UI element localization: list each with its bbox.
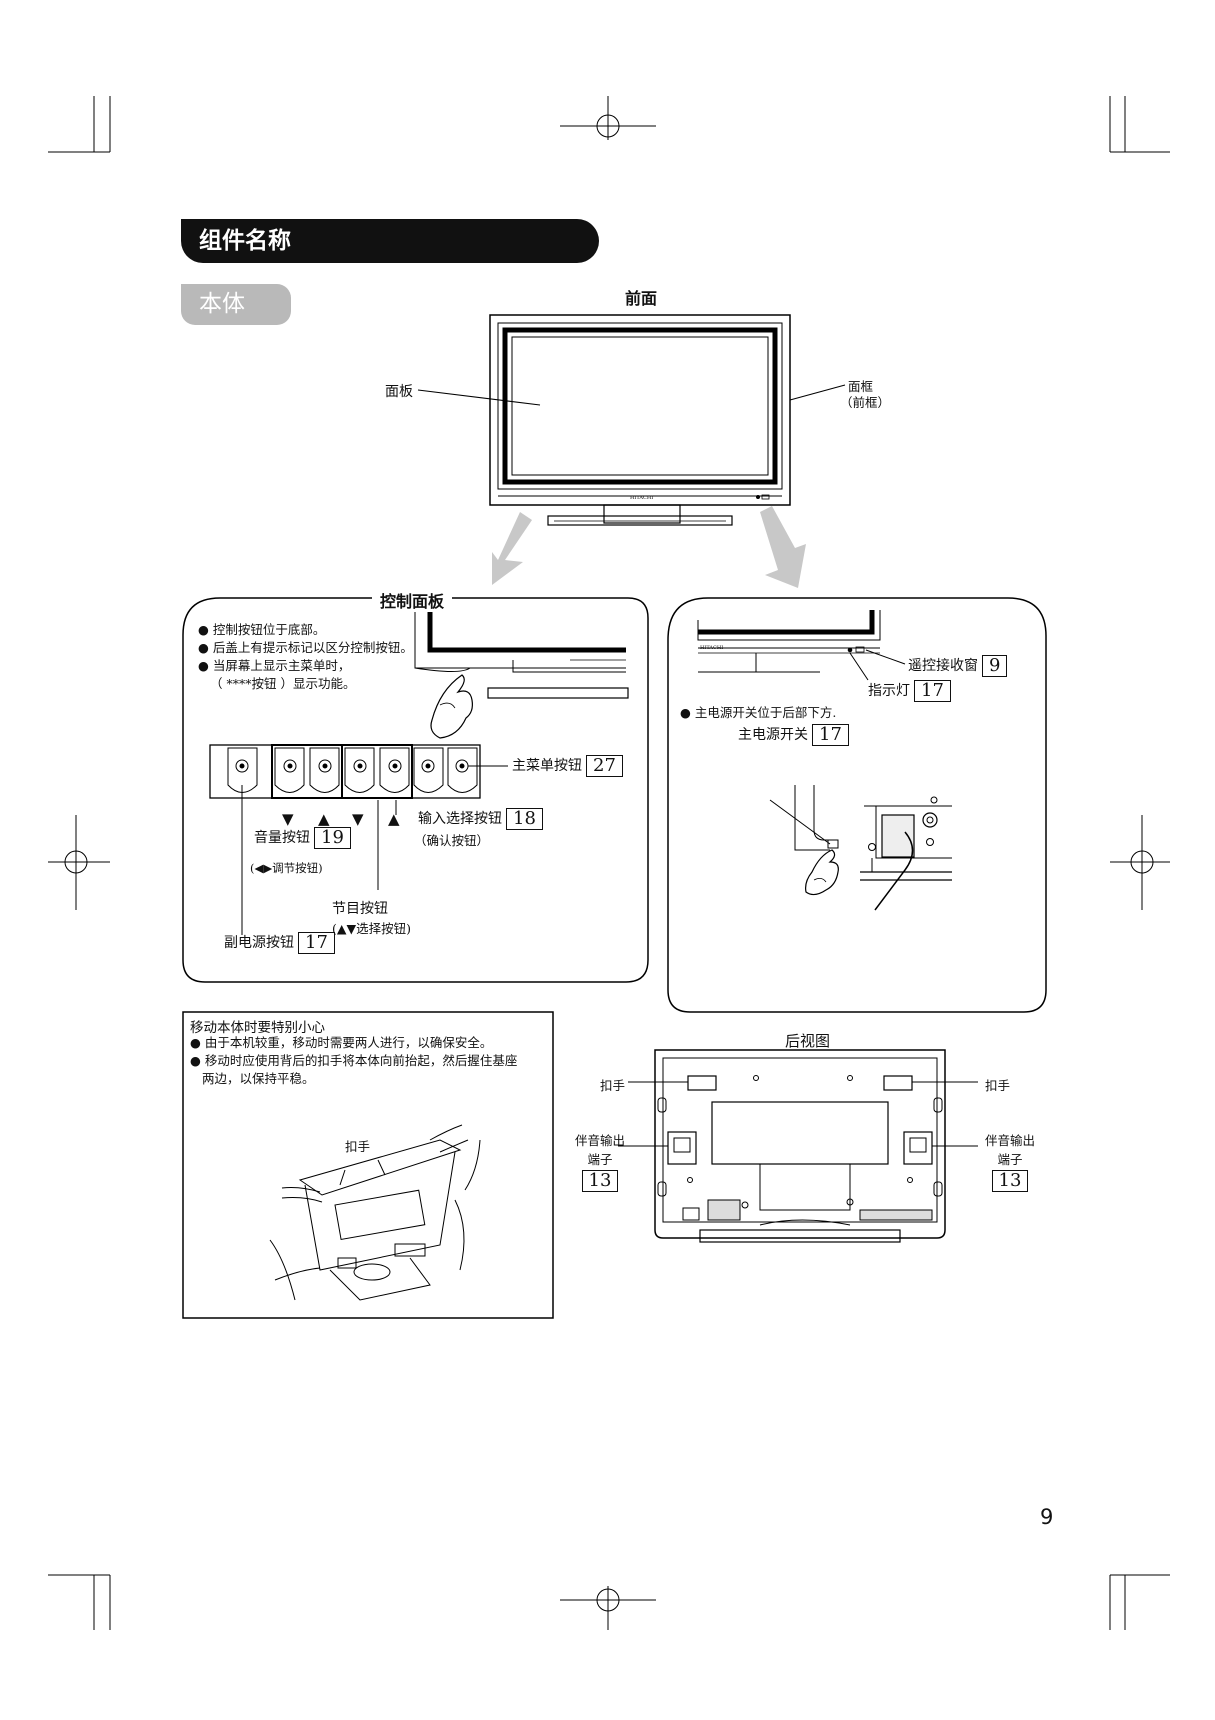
input-button-sub: （确认按钮） [414, 833, 490, 848]
sub-power-page-ref: 17 [298, 932, 335, 954]
note-line-4: （ ****按钮 ）显示功能。 [210, 676, 356, 691]
panel-label: 面板 [385, 384, 413, 400]
power-panel-brand: HITACHI [700, 645, 724, 651]
volume-page-ref: 19 [314, 827, 351, 849]
caution-title: 移动本体时要特别小心 [190, 1020, 325, 1036]
audio-out-right: 伴音输出 端子 13 [980, 1130, 1040, 1192]
caution-line-3: 两边，以保持平稳。 [202, 1071, 315, 1086]
caution-line-1: ● 由于本机较重，移动时需要两人进行，以确保安全。 [190, 1035, 493, 1050]
section-title: 组件名称 [181, 219, 599, 263]
arrow-up-2: ▲ [388, 810, 400, 828]
power-note: ● 主电源开关位于后部下方. [680, 705, 837, 720]
rear-handle-right-label: 扣手 [985, 1078, 1011, 1093]
main-power-page-ref: 17 [812, 724, 849, 746]
note-line-2: ● 后盖上有提示标记以区分控制按钮。 [198, 640, 413, 655]
caution-line-2: ● 移动时应使用背后的扣手将本体向前抬起，然后握住基座 [190, 1053, 518, 1068]
note-line-3: ● 当屏幕上显示主菜单时， [198, 658, 351, 673]
audio-out-right-page-ref: 13 [991, 1170, 1029, 1192]
remote-sensor-page-ref: 9 [982, 655, 1008, 677]
control-notes: ● 控制按钮位于底部。 ● 后盖上有提示标记以区分控制按钮。 ● 当屏幕上显示主… [198, 621, 413, 693]
input-page-ref: 18 [506, 808, 543, 830]
bezel-label: 面框 [848, 379, 874, 394]
menu-page-ref: 27 [586, 755, 623, 777]
front-brand: HITACHI [630, 495, 654, 501]
caution-handle-label: 扣手 [345, 1139, 371, 1154]
arrow-down-1: ▼ [282, 810, 294, 828]
control-panel-title: 控制面板 [372, 588, 453, 612]
channel-button-sub: (▲▼选择按钮) [332, 921, 411, 936]
audio-out-left-line2: 端子 [587, 1152, 613, 1167]
rear-title: 后视图 [785, 1032, 831, 1050]
audio-out-right-line2: 端子 [997, 1152, 1023, 1167]
audio-out-right-line1: 伴音输出 [984, 1133, 1035, 1148]
subsection-tag: 本体 [181, 284, 291, 325]
audio-out-left-page-ref: 13 [581, 1170, 619, 1192]
bezel-sub-label: （前框） [840, 395, 891, 410]
arrow-up-1: ▲ [318, 810, 330, 828]
page-number: 9 [1040, 1505, 1054, 1529]
indicator-page-ref: 17 [914, 680, 951, 702]
arrow-down-2: ▼ [352, 810, 364, 828]
channel-button-label: 节目按钮 [332, 901, 388, 917]
audio-out-left-line1: 伴音输出 [574, 1133, 625, 1148]
volume-button-sub: (◀▶调节按钮) [250, 861, 323, 875]
audio-out-left: 伴音输出 端子 13 [570, 1130, 630, 1192]
rear-handle-left-label: 扣手 [600, 1078, 626, 1093]
caution-lines: ● 由于本机较重，移动时需要两人进行，以确保安全。 ● 移动时应使用背后的扣手将… [190, 1034, 517, 1088]
front-title: 前面 [625, 289, 658, 308]
note-line-1: ● 控制按钮位于底部。 [198, 622, 326, 637]
